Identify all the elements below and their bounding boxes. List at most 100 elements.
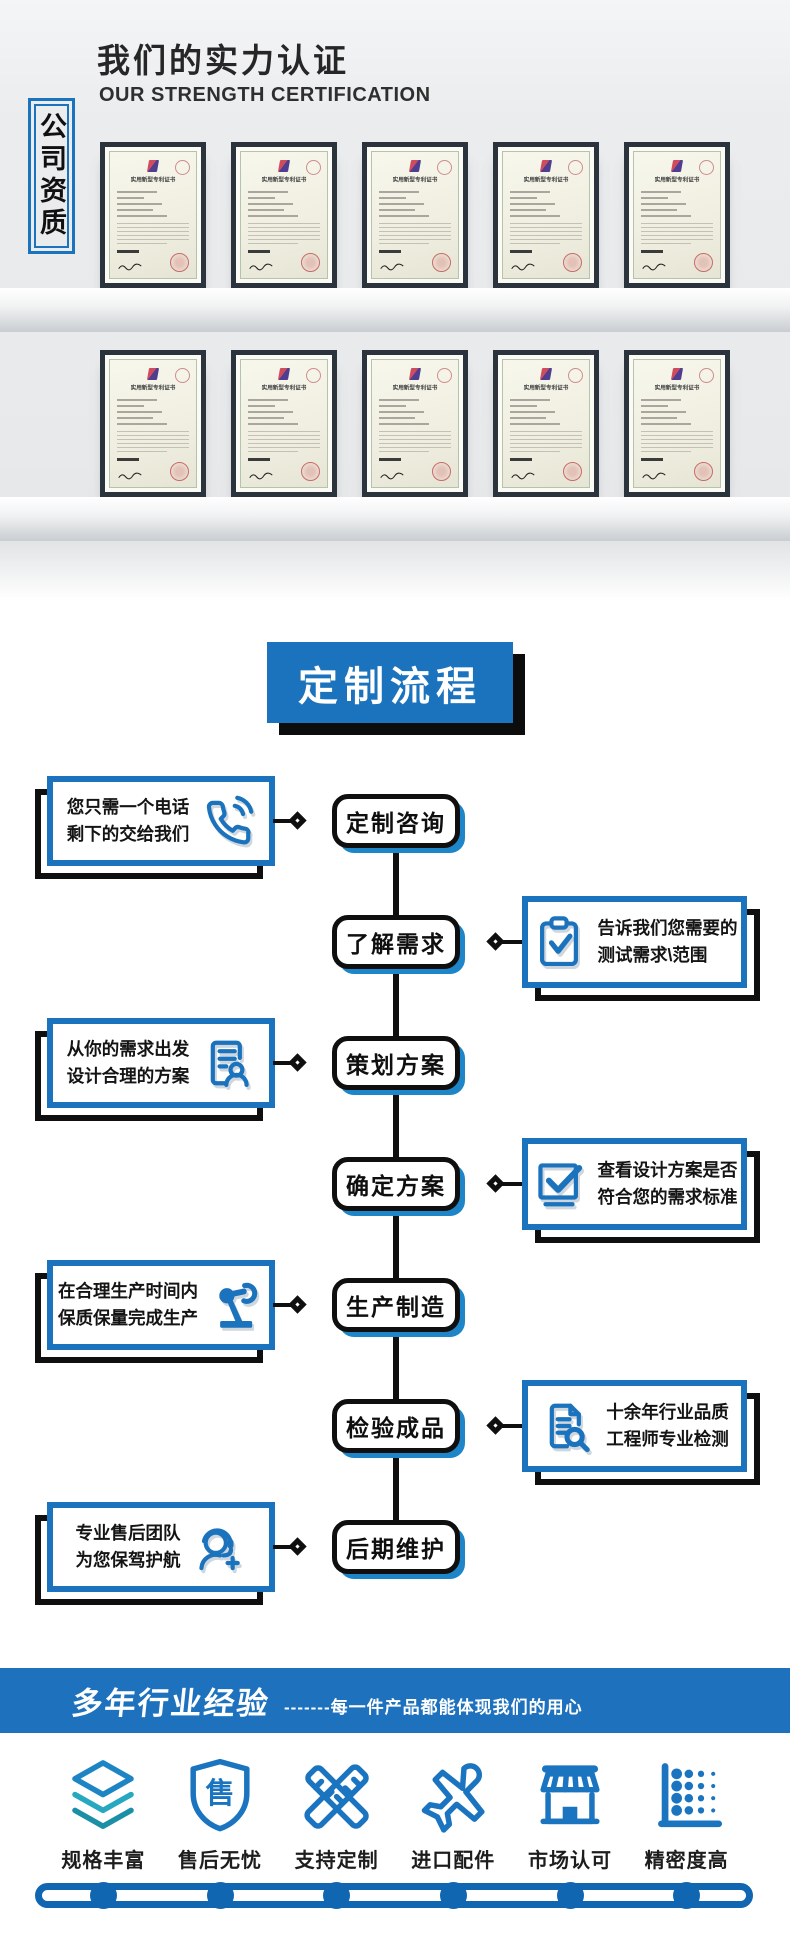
- robot-arm-icon: [210, 1278, 264, 1332]
- document-person-icon: [201, 1036, 255, 1090]
- certificate-signature-row: [117, 462, 189, 481]
- step-box-right: 查看设计方案是否符合您的需求标准: [522, 1138, 747, 1230]
- certificate-paragraph: [379, 431, 451, 452]
- certificate-text-lines: [117, 399, 189, 425]
- red-seal-icon: [306, 160, 321, 175]
- step-description-line: 剩下的交给我们: [66, 824, 190, 844]
- certificate-title: 实用新型专利证书: [261, 177, 307, 184]
- certificate-signature-row: [248, 253, 320, 272]
- certificate-paragraph: [641, 223, 713, 244]
- certificate-title: 实用新型专利证书: [392, 385, 438, 392]
- shield-glyph: 售: [205, 1777, 234, 1810]
- connector-line: [502, 940, 522, 944]
- signature-icon: [642, 472, 666, 480]
- red-seal-icon: [437, 160, 452, 175]
- certificate-signature-row: [248, 462, 320, 481]
- timeline-bar: [35, 1883, 753, 1908]
- certificate-paper: 实用新型专利证书: [502, 359, 590, 488]
- certificate-mat: 实用新型专利证书: [498, 147, 594, 283]
- flow-node-3: 策划方案: [332, 1036, 460, 1090]
- feature-item: 支持定制: [278, 1758, 395, 1873]
- connector-line: [273, 819, 293, 823]
- flow-node-4: 确定方案: [332, 1157, 460, 1211]
- certificate-frame: 实用新型专利证书: [100, 142, 206, 288]
- feature-label: 规格丰富: [61, 1850, 146, 1872]
- certificate-mat: 实用新型专利证书: [105, 147, 201, 283]
- certificate-frame: 实用新型专利证书: [231, 142, 337, 288]
- certificate-frame: 实用新型专利证书: [493, 142, 599, 288]
- experience-subtitle: -------每一件产品都能体现我们的用心: [284, 1698, 583, 1717]
- step-box-left: 专业售后团队为您保驾护航: [47, 1502, 275, 1592]
- shelf: [0, 288, 790, 332]
- patent-logo: [670, 368, 684, 380]
- certificate-mat: 实用新型专利证书: [629, 147, 725, 283]
- step-description: 从你的需求出发设计合理的方案: [67, 1036, 190, 1090]
- red-seal-icon: [175, 368, 190, 383]
- certificate-barcode: [641, 458, 663, 461]
- certificate-frame: 实用新型专利证书: [362, 142, 468, 288]
- signature-icon: [380, 263, 404, 271]
- step-box-right: 十余年行业品质工程师专业检测: [522, 1380, 747, 1472]
- step-description-line: 专业售后团队: [75, 1522, 181, 1543]
- certificate-mat: 实用新型专利证书: [236, 147, 332, 283]
- certificate-frame: 实用新型专利证书: [100, 350, 206, 497]
- timeline-dot: [206, 1882, 234, 1909]
- certificate-text-lines: [641, 191, 713, 217]
- dot-matrix-chart-icon: [648, 1758, 726, 1836]
- red-stamp-icon: [301, 462, 320, 481]
- certificate-title: 实用新型专利证书: [130, 177, 176, 184]
- signature-icon: [249, 472, 273, 480]
- feature-label: 售后无忧: [177, 1850, 262, 1872]
- clipboard-check-icon: [532, 915, 586, 969]
- certificate-barcode: [641, 250, 663, 253]
- signature-icon: [511, 263, 535, 271]
- certificate-signature-row: [117, 253, 189, 272]
- headset-service-icon: [193, 1520, 247, 1574]
- certificate-text-lines: [510, 191, 582, 217]
- wall-fade: [0, 541, 790, 601]
- certificate-paragraph: [248, 431, 320, 452]
- diamond-connector-icon: [486, 1416, 505, 1435]
- airplane-icon: [414, 1758, 492, 1836]
- red-stamp-icon: [563, 253, 582, 272]
- patent-logo: [539, 368, 553, 380]
- signature-icon: [249, 263, 273, 271]
- section-subtitle: OUR STRENGTH CERTIFICATION: [99, 84, 431, 106]
- flow-node-label: 生产制造: [346, 1294, 446, 1320]
- step-box-left: 在合理生产时间内保质保量完成生产: [47, 1260, 275, 1350]
- certificate-mat: 实用新型专利证书: [629, 355, 725, 492]
- patent-logo: [277, 368, 291, 380]
- red-seal-icon: [699, 368, 714, 383]
- red-stamp-icon: [170, 462, 189, 481]
- connector-line: [273, 1545, 293, 1549]
- red-seal-icon: [699, 160, 714, 175]
- diamond-connector-icon: [288, 1053, 307, 1072]
- red-seal-icon: [568, 368, 583, 383]
- certificate-signature-row: [379, 462, 451, 481]
- certificate-barcode: [379, 250, 401, 253]
- flow-node-7: 后期维护: [332, 1520, 460, 1574]
- feature-label: 市场认可: [527, 1850, 612, 1872]
- signature-icon: [511, 472, 535, 480]
- diamond-connector-icon: [288, 811, 307, 830]
- signature-icon: [380, 472, 404, 480]
- red-seal-icon: [306, 368, 321, 383]
- certificate-mat: 实用新型专利证书: [236, 355, 332, 492]
- certificate-signature-row: [510, 462, 582, 481]
- certificate-mat: 实用新型专利证书: [498, 355, 594, 492]
- certificate-text-lines: [248, 191, 320, 217]
- experience-title: 多年行业经验: [69, 1686, 272, 1721]
- certificate-frame: 实用新型专利证书: [624, 350, 730, 497]
- flow-node-label: 后期维护: [346, 1536, 446, 1562]
- side-label-box: 公司资质: [28, 98, 75, 254]
- patent-logo: [146, 160, 160, 172]
- flow-node-6: 检验成品: [332, 1399, 460, 1453]
- signature-icon: [118, 472, 142, 480]
- step-description-line: 保质保量完成生产: [58, 1308, 198, 1328]
- step-description: 告诉我们您需要的测试需求\范围: [598, 915, 738, 969]
- certificate-text-lines: [379, 399, 451, 425]
- storefront-icon: [531, 1758, 609, 1836]
- feature-item: 售售后无忧: [162, 1758, 279, 1873]
- feature-label: 支持定制: [294, 1850, 379, 1872]
